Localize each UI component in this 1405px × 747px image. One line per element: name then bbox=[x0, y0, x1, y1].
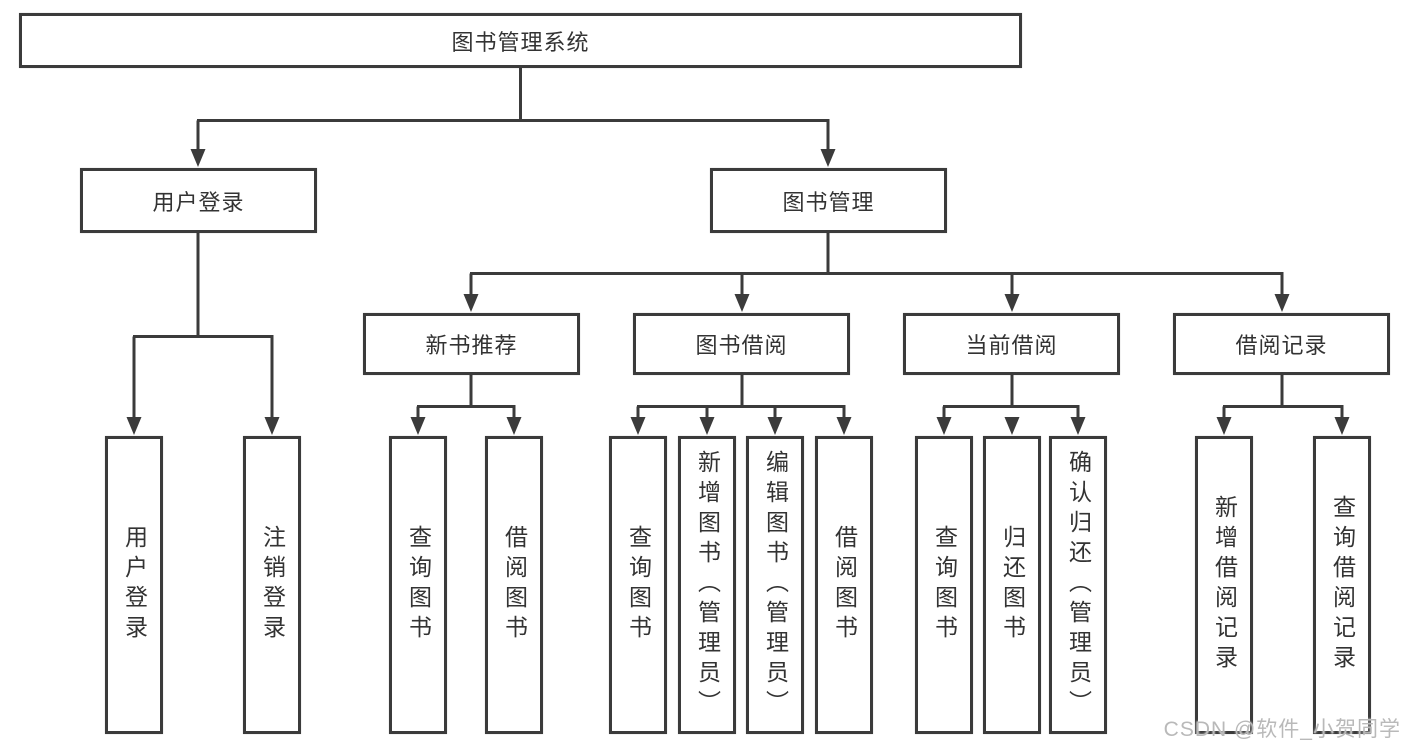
node-book-management: 图书管理 bbox=[710, 168, 947, 233]
node-book-borrowing: 图书借阅 bbox=[633, 313, 850, 375]
node-label: 新书推荐 bbox=[425, 333, 518, 358]
csdn-watermark: CSDN @软件_小贺同学 bbox=[1163, 718, 1401, 741]
node-label: 编辑图书（管理员） bbox=[762, 450, 789, 720]
node-user-login: 用户登录 bbox=[80, 168, 317, 233]
leaf-logout-login: 注销登录 bbox=[243, 436, 301, 734]
leaf-nbr-borrow-books: 借阅图书 bbox=[485, 436, 543, 734]
node-label: 新增借阅记录 bbox=[1211, 495, 1238, 675]
arrowheads bbox=[126, 149, 1350, 435]
node-label: 借阅图书 bbox=[831, 525, 858, 645]
leaf-bb-query-books: 查询图书 bbox=[609, 436, 667, 734]
node-label: 查询图书 bbox=[931, 525, 958, 645]
node-label: 图书借阅 bbox=[695, 333, 788, 358]
node-label: 归还图书 bbox=[999, 525, 1026, 645]
node-label: 查询图书 bbox=[405, 525, 432, 645]
leaf-user-login: 用户登录 bbox=[105, 436, 163, 734]
leaf-bb-borrow-books: 借阅图书 bbox=[815, 436, 873, 734]
leaf-cb-return-books: 归还图书 bbox=[983, 436, 1041, 734]
node-label: 确认归还（管理员） bbox=[1065, 450, 1092, 720]
leaf-nbr-query-books: 查询图书 bbox=[389, 436, 447, 734]
leaf-bb-edit-books-admin: 编辑图书（管理员） bbox=[746, 436, 804, 734]
leaf-bb-add-books-admin: 新增图书（管理员） bbox=[678, 436, 736, 734]
leaf-br-add-borrow-record: 新增借阅记录 bbox=[1195, 436, 1253, 734]
leaf-br-query-borrow-record: 查询借阅记录 bbox=[1313, 436, 1371, 734]
node-label: 用户登录 bbox=[121, 525, 148, 645]
node-label: 图书管理系统 bbox=[451, 29, 590, 55]
leaf-cb-confirm-return-admin: 确认归还（管理员） bbox=[1049, 436, 1107, 734]
node-label: 查询借阅记录 bbox=[1329, 495, 1356, 675]
node-label: 注销登录 bbox=[259, 525, 286, 645]
node-label: 用户登录 bbox=[152, 189, 245, 215]
leaf-cb-query-books: 查询图书 bbox=[915, 436, 973, 734]
node-new-book-recommend: 新书推荐 bbox=[363, 313, 580, 375]
node-label: 借阅图书 bbox=[501, 525, 528, 645]
node-borrow-records: 借阅记录 bbox=[1173, 313, 1390, 375]
node-label: 借阅记录 bbox=[1235, 333, 1328, 358]
node-label: 查询图书 bbox=[625, 525, 652, 645]
node-label: 新增图书（管理员） bbox=[694, 450, 721, 720]
node-current-borrowing: 当前借阅 bbox=[903, 313, 1120, 375]
node-root: 图书管理系统 bbox=[19, 13, 1022, 68]
node-label: 图书管理 bbox=[782, 189, 875, 215]
node-label: 当前借阅 bbox=[965, 333, 1058, 358]
